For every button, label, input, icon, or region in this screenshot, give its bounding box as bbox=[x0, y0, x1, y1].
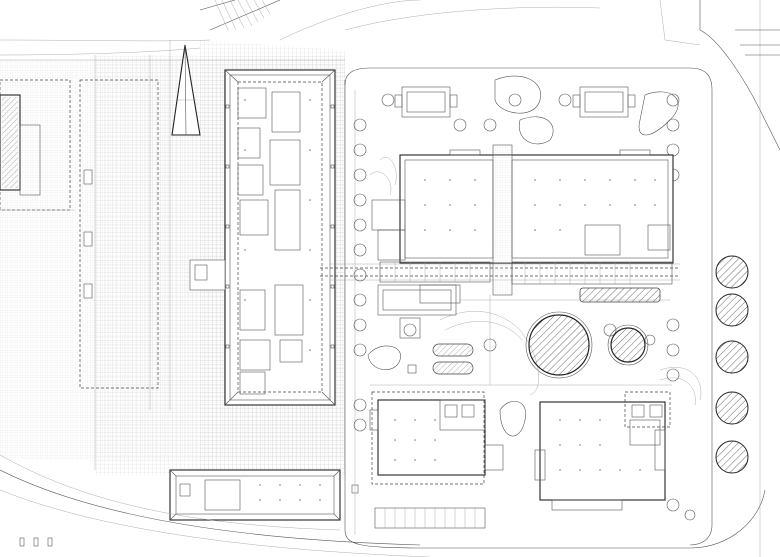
north-road-and-stairs bbox=[0, 0, 601, 56]
courtyard-block bbox=[377, 284, 461, 374]
east-site-boundary bbox=[344, 0, 780, 557]
north-small-buildings bbox=[394, 86, 636, 118]
hatched-canopy bbox=[579, 287, 661, 303]
northeast-building bbox=[371, 144, 674, 296]
main-long-building bbox=[224, 69, 336, 406]
site-lines bbox=[370, 295, 672, 386]
plaza-markers bbox=[79, 79, 159, 389]
west-entrance-block bbox=[189, 259, 226, 291]
parking-bays bbox=[374, 507, 486, 529]
large-trees-column bbox=[715, 255, 749, 474]
south-building bbox=[169, 469, 359, 521]
hatched-pads bbox=[432, 343, 474, 375]
triangle-monument bbox=[171, 44, 201, 136]
southwest-building bbox=[369, 391, 504, 485]
circular-tanks bbox=[525, 311, 649, 379]
trees-small bbox=[353, 93, 696, 521]
southeast-building bbox=[534, 391, 671, 511]
west-building bbox=[0, 79, 75, 211]
south-road bbox=[0, 80, 766, 557]
